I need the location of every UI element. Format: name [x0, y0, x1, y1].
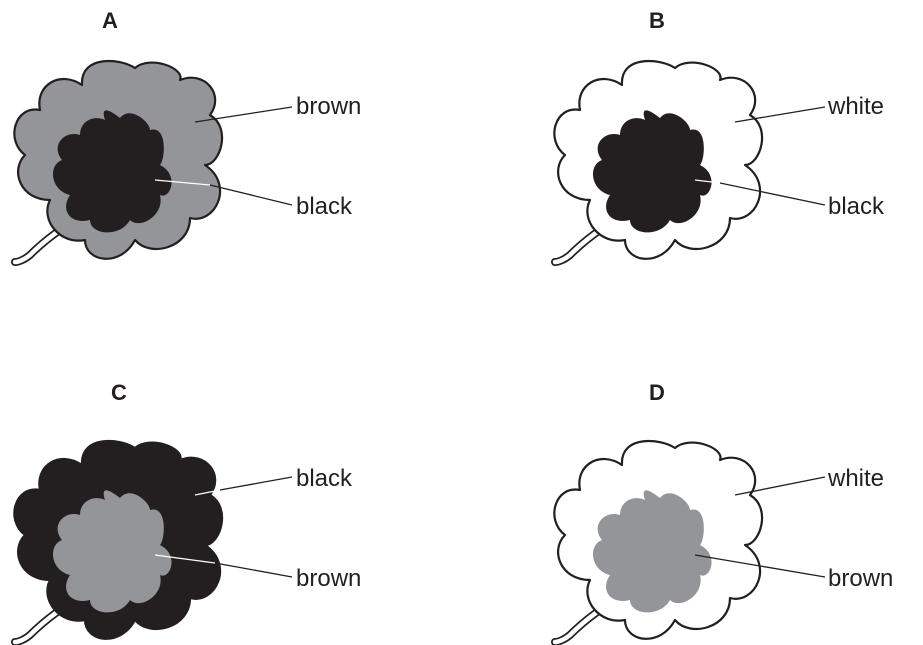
- inner-leader-line: [694, 179, 721, 184]
- outer-leader-line-ext: [219, 476, 293, 491]
- outer-leader-line: [734, 476, 826, 496]
- panel-a: A brown black: [14, 8, 361, 262]
- outer-label: white: [827, 465, 884, 492]
- inner-label: black: [296, 193, 353, 220]
- outer-label: brown: [296, 93, 361, 120]
- panel-c: C black brown: [14, 380, 361, 642]
- inner-label: black: [828, 193, 885, 220]
- inner-leader-line-ext: [214, 562, 293, 578]
- inner-leader-line-ext: [209, 184, 293, 206]
- inner-label: brown: [828, 565, 893, 592]
- panel-letter-c: C: [111, 380, 127, 405]
- panel-letter-d: D: [649, 380, 665, 405]
- panel-letter-b: B: [649, 8, 665, 33]
- outer-leader-line: [194, 106, 293, 123]
- outer-leader-line: [734, 106, 826, 123]
- inner-leader-line: [694, 554, 826, 578]
- outer-label: black: [296, 465, 353, 492]
- inner-leader-line: [154, 554, 216, 564]
- panel-b: B white black: [554, 8, 885, 262]
- inner-leader-line: [154, 179, 211, 186]
- panel-d: D white brown: [554, 380, 893, 642]
- inner-label: brown: [296, 565, 361, 592]
- outer-label: white: [827, 93, 884, 120]
- panel-letter-a: A: [102, 8, 118, 33]
- inner-leader-line-ext: [719, 182, 826, 206]
- outer-leader-line: [194, 489, 221, 496]
